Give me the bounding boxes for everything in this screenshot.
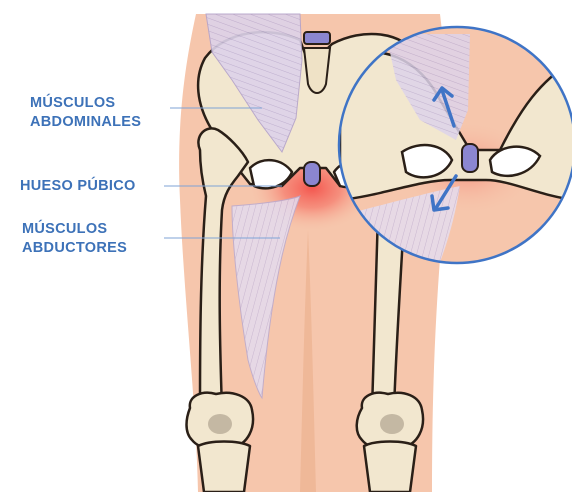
label-abdominal-muscles: MÚSCULOS ABDOMINALES [30,94,141,132]
label-pubic-bone: HUESO PÚBICO [20,177,136,196]
arrow-down-icon [430,174,458,212]
abdominal-muscle [205,13,303,154]
label-abdominal-line2: ABDOMINALES [30,114,142,130]
left-femur [185,127,255,452]
pubic-symphysis [303,161,321,187]
sacrum [302,47,332,94]
sacrum-disc [303,31,331,45]
adductor-muscle [231,195,301,400]
kneecaps [208,414,404,434]
label-adductor-muscles: MÚSCULOS ABDUCTORES [22,220,127,258]
arrow-up-icon [432,86,456,128]
label-pubic-line1: HUESO PÚBICO [20,178,136,194]
label-adductor-line2: ABDUCTORES [22,240,128,256]
zoom-magnifier [337,25,572,265]
leader-lines [164,107,282,239]
tibias [196,440,418,492]
label-adductor-line1: MÚSCULOS [22,221,108,237]
label-abdominal-line1: MÚSCULOS [30,95,116,111]
